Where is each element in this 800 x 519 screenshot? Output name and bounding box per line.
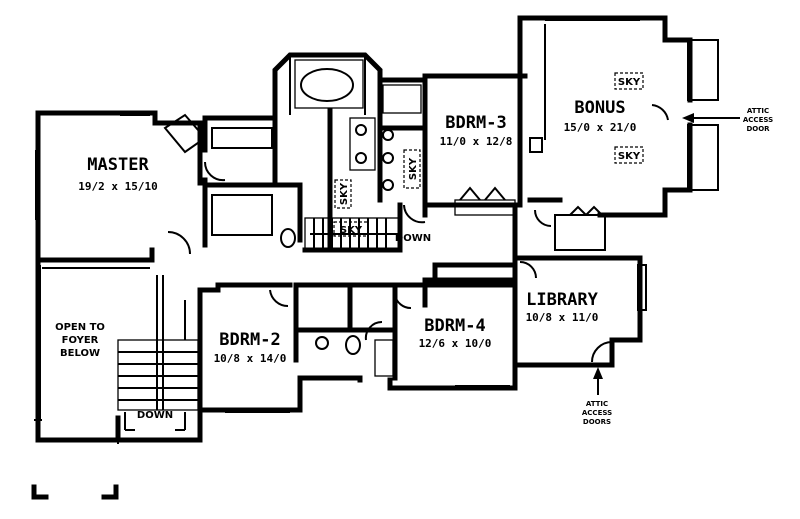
bonus-dims: 15/0 x 21/0 — [564, 121, 637, 134]
open-to-foyer-line-3: BELOW — [60, 348, 100, 359]
scale-corner-marks — [31, 484, 119, 500]
stairs-upper — [304, 217, 401, 251]
fixtures — [163, 59, 669, 377]
skylight-label-bath: SKY — [339, 182, 350, 205]
attic-access-door-line-1: ATTIC — [747, 107, 769, 115]
door-swings — [167, 161, 552, 341]
stairs-down-label-upper: DOWN — [395, 233, 431, 244]
windows-and-trim — [34, 19, 640, 444]
attic-access-doors-line-1: ATTIC — [586, 400, 608, 408]
attic-access-door-line-2: ACCESS — [743, 116, 773, 124]
attic-arrows — [593, 113, 740, 395]
library-name: LIBRARY — [526, 290, 598, 310]
skylight-label-bonus-top: SKY — [618, 77, 641, 88]
library-dims: 10/8 x 11/0 — [526, 311, 599, 324]
open-to-foyer-line-1: OPEN TO — [55, 322, 105, 333]
attic-access-doors-line-3: DOORS — [583, 418, 611, 426]
skylights — [333, 72, 644, 237]
bdrm4-dims: 12/6 x 10/0 — [419, 337, 492, 350]
bdrm2-dims: 10/8 x 14/0 — [214, 352, 287, 365]
bdrm3-dims: 11/0 x 12/8 — [440, 135, 513, 148]
bonus-name: BONUS — [574, 98, 625, 118]
attic-access-doors-line-2: ACCESS — [582, 409, 612, 417]
stairs-down-label-lower: DOWN — [137, 410, 173, 421]
attic-access-door-line-3: DOOR — [746, 125, 770, 133]
skylight-label-bonus-bottom: SKY — [618, 151, 641, 162]
master-name: MASTER — [87, 155, 149, 175]
stairs-lower — [117, 275, 199, 431]
room-labels: MASTER 19/2 x 15/10 BDRM-3 11/0 x 12/8 B… — [55, 77, 773, 426]
master-dims: 19/2 x 15/10 — [78, 180, 157, 193]
bdrm3-name: BDRM-3 — [445, 113, 506, 133]
skylight-label-bath-2: SKY — [408, 157, 419, 180]
bdrm4-name: BDRM-4 — [424, 316, 485, 336]
open-to-foyer-line-2: FOYER — [62, 335, 99, 346]
exterior-walls — [35, 15, 719, 443]
bdrm2-name: BDRM-2 — [219, 330, 280, 350]
skylight-label-stairs: SKY — [340, 225, 363, 236]
